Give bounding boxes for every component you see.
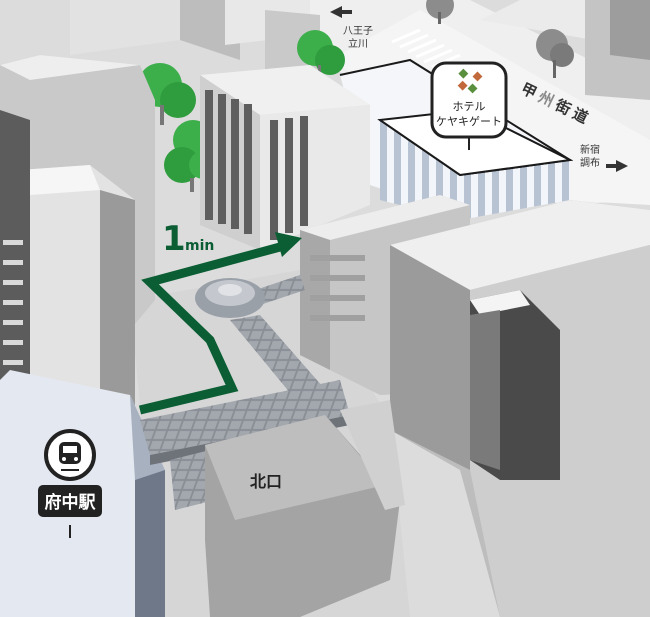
svg-text:甲州街道: 甲州街道	[518, 79, 591, 127]
tree-gray	[536, 29, 574, 78]
street-label: 甲州街道	[518, 79, 591, 127]
route-time-value: 1	[162, 219, 186, 259]
direction-shinjuku-line2: 調布	[580, 156, 600, 169]
arrow-right-icon	[606, 160, 628, 172]
trees	[138, 0, 574, 192]
route-time-unit: min	[185, 238, 214, 254]
direction-shinjuku: 新宿 調布	[580, 143, 628, 172]
right-building	[390, 200, 650, 617]
station-name: 府中駅	[45, 492, 97, 513]
route-arrowhead	[275, 232, 302, 257]
street-label-char: 街	[552, 96, 574, 119]
route-time-label: 1 min	[162, 219, 214, 259]
train-icon	[59, 442, 81, 471]
office-tower	[200, 65, 370, 250]
background-buildings	[70, 0, 650, 100]
direction-hachioji-line1: 八王子	[343, 25, 373, 37]
direction-shinjuku-line1: 新宿	[580, 143, 600, 156]
tree	[297, 30, 345, 80]
hotel-marker-frame	[430, 61, 508, 139]
street-label-char: 州	[534, 87, 556, 110]
direction-hachioji-line2: 立川	[348, 37, 368, 50]
hotel-name-line1: ホテル	[453, 100, 486, 113]
station-marker: 府中駅	[38, 429, 102, 538]
crosswalk	[391, 28, 461, 69]
direction-hachioji: 八王子 立川	[330, 6, 373, 50]
tree-gray	[426, 0, 454, 24]
arrow-left-icon	[330, 6, 352, 18]
tower-windows	[205, 90, 308, 240]
hotel-marker: ホテル ケヤキゲート	[430, 61, 508, 150]
exit-label: 北口	[250, 472, 282, 491]
center-building-stripes	[310, 255, 365, 321]
street-label-char: 甲	[518, 79, 539, 102]
route-line	[138, 242, 282, 415]
street-label-char: 道	[570, 104, 591, 127]
north-exit-canopy	[205, 400, 405, 617]
station-name-plate	[38, 485, 102, 517]
walking-route	[138, 232, 302, 415]
hotel-name-line2: ケヤキゲート	[436, 115, 502, 128]
